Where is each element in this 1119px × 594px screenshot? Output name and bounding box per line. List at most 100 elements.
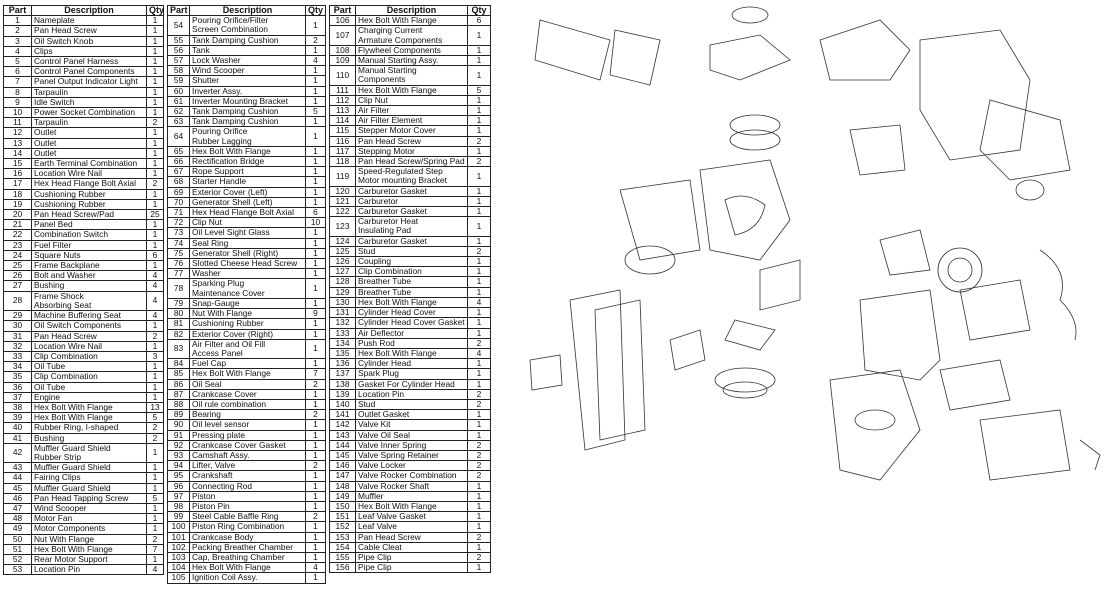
part-description: Clip Nut [355, 94, 468, 107]
part-description: Motor Fan [31, 513, 147, 525]
part-number: 128 [329, 276, 356, 288]
qty-header: Qty [305, 4, 326, 17]
part-number: 15 [3, 158, 32, 170]
part-qty: 1 [146, 35, 164, 47]
part-description: Pan Head Screw [31, 25, 147, 37]
part-description: Spark Plug [355, 368, 468, 380]
part-description: Breather Tube [355, 286, 468, 298]
part-qty: 4 [146, 290, 164, 312]
part-qty: 7 [305, 368, 326, 380]
part-number: 136 [329, 358, 356, 370]
part-qty: 1 [305, 572, 326, 584]
part-qty: 1 [305, 44, 326, 57]
description-header: Description [355, 4, 468, 17]
engine-block [529, 159, 801, 451]
part-qty: 1 [146, 76, 164, 88]
part-description: Crankcase Body [189, 531, 306, 543]
part-qty: 1 [305, 268, 326, 280]
part-qty: 1 [305, 398, 326, 411]
part-number: 124 [329, 235, 356, 247]
part-number: 74 [167, 237, 190, 249]
part-description: Steel Cable Baffle Ring [189, 511, 306, 523]
part-qty: 1 [305, 247, 326, 260]
part-number: 55 [167, 34, 190, 46]
part-number: 40 [3, 422, 32, 434]
part-description: Carburetor Gasket [355, 235, 468, 247]
part-qty: 2 [305, 511, 326, 523]
part-qty: 6 [146, 249, 164, 262]
part-qty: 2 [146, 422, 164, 434]
part-description: Machine Buffering Seat [31, 310, 147, 322]
part-description: Oil level sensor [189, 419, 306, 431]
part-qty: 1 [467, 256, 491, 268]
part-qty: 1 [467, 511, 491, 523]
part-description: Leaf Valve Gasket [355, 511, 468, 523]
part-description: Location Wire Nail [31, 168, 147, 180]
part-qty: 1 [467, 125, 491, 137]
part-number: 142 [329, 419, 356, 431]
part-qty: 1 [146, 45, 164, 58]
part-description: Muffler Guard Shield [31, 462, 147, 474]
part-qty: 1 [467, 541, 491, 553]
part-qty: 1 [305, 297, 326, 310]
part-description: Rubber Ring, I-shaped [31, 422, 147, 434]
part-qty: 1 [305, 95, 326, 108]
part-qty: 9 [305, 308, 326, 320]
part-description: Gasket For Cylinder Head [355, 378, 468, 390]
part-description: Panel Output Indicator Light [31, 76, 147, 88]
part-qty: 1 [305, 500, 326, 513]
part-number: 149 [329, 490, 356, 502]
part-description: Pan Head Screw/Spring Pad [355, 156, 468, 168]
part-description: Hex Bolt With Flange [355, 84, 468, 96]
exploded-view-diagram [529, 6, 1101, 481]
part-number: 148 [329, 480, 356, 492]
part-qty: 25 [146, 209, 164, 221]
part-number: 113 [329, 105, 356, 117]
part-qty: 1 [467, 327, 491, 339]
part-qty: 2 [146, 432, 164, 444]
part-description: Exterior Cover (Left) [189, 186, 306, 198]
part-description: Location Wire Nail [31, 340, 147, 352]
part-qty: 10 [305, 217, 326, 229]
part-description: Crankshaft [189, 470, 306, 482]
part-description: Carburetor Heat Insulating Pad [355, 216, 468, 237]
part-number: 19 [3, 198, 32, 211]
part-number: 69 [167, 186, 190, 198]
part-number: 133 [329, 327, 356, 339]
part-qty: 2 [467, 470, 491, 482]
part-number: 53 [3, 564, 32, 576]
part-description: Cushioning Rubber [31, 198, 147, 211]
part-number: 32 [3, 340, 32, 352]
part-number: 37 [3, 391, 32, 403]
part-description: Frame Shock Absorbing Seat [31, 290, 147, 312]
part-number: 115 [329, 125, 356, 137]
part-qty: 1 [467, 105, 491, 117]
part-qty: 1 [467, 216, 491, 237]
part-number: 47 [3, 502, 32, 515]
